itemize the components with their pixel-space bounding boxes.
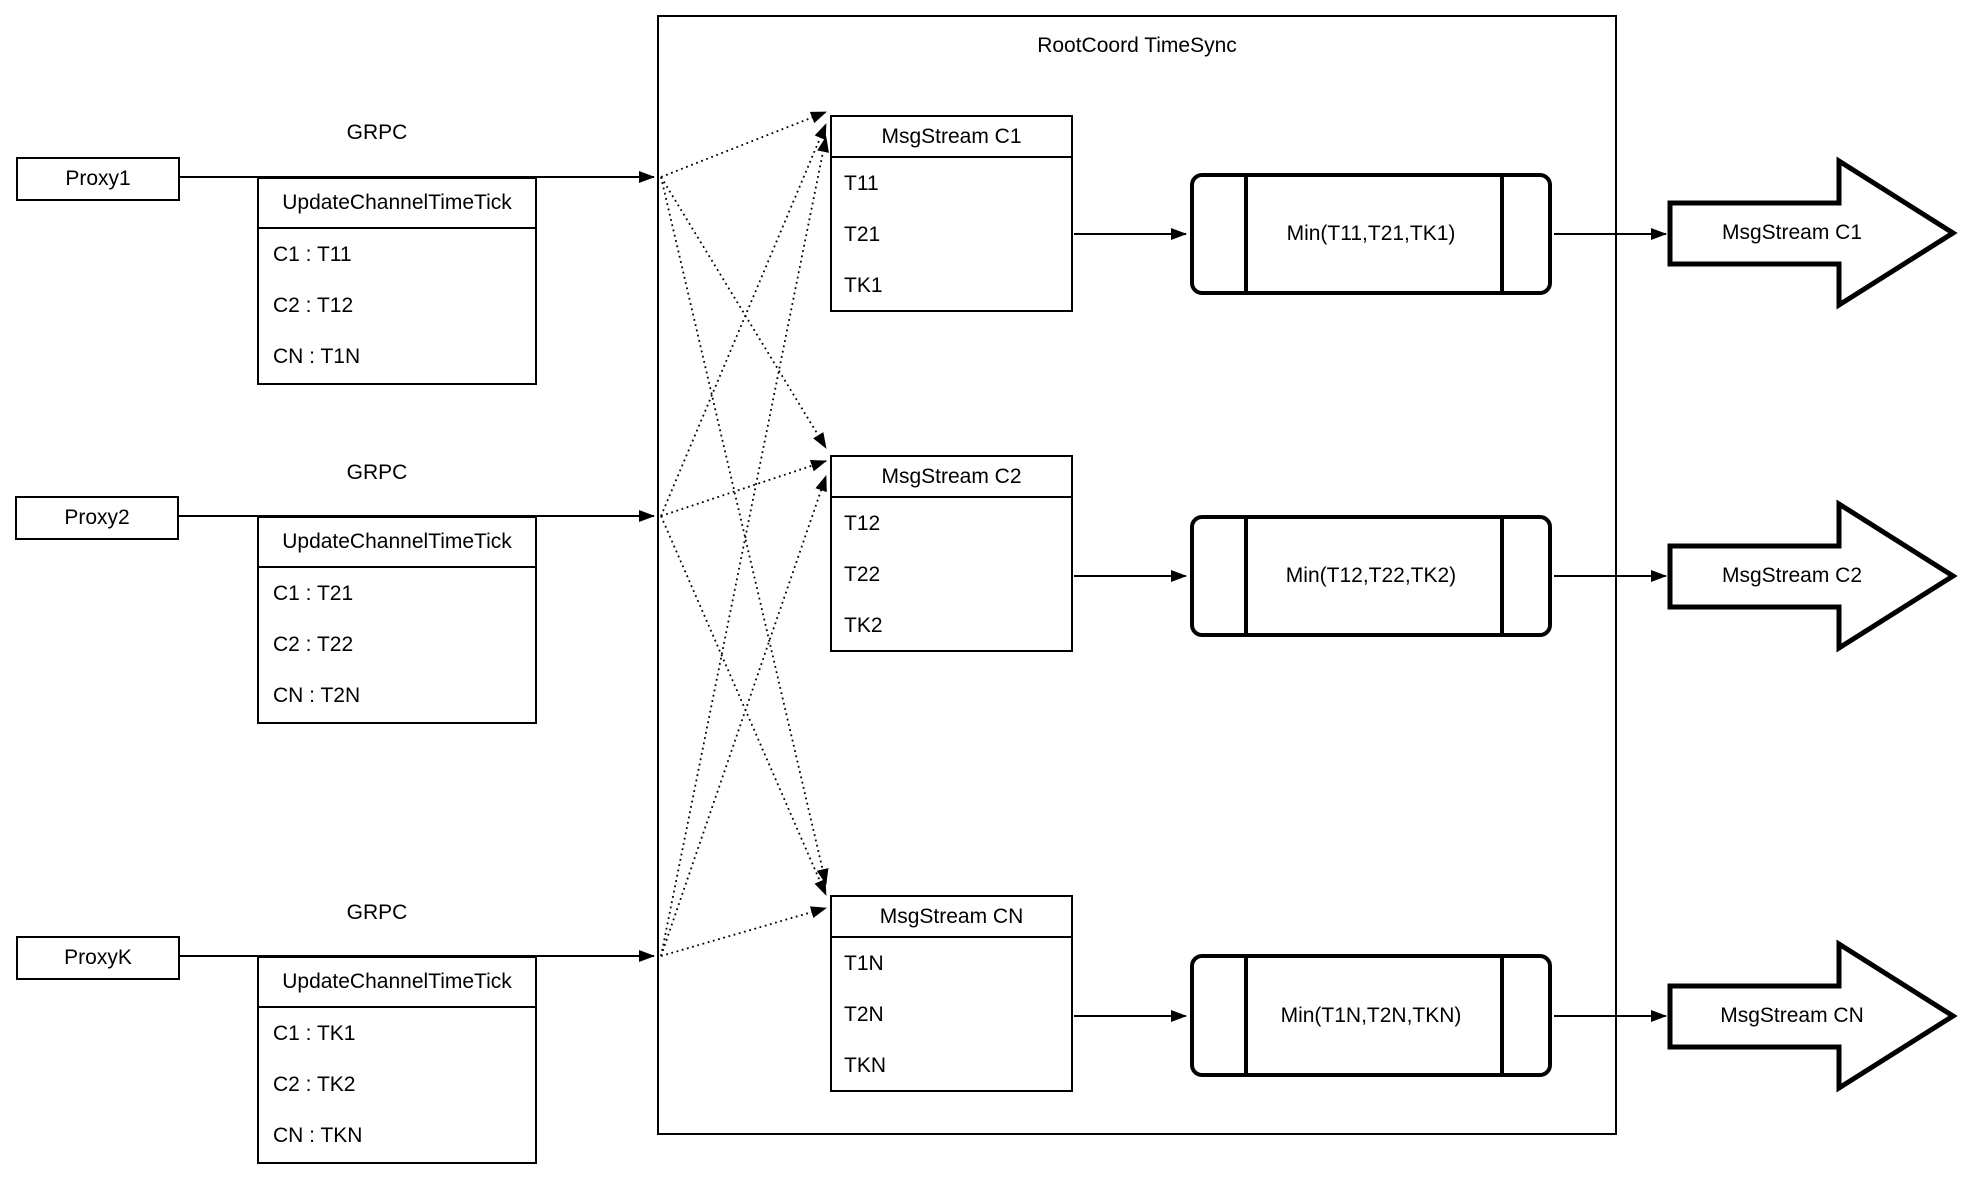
table-row: CN : T2N (273, 683, 361, 707)
table-row: C1 : T21 (273, 581, 354, 605)
table-row: C2 : T22 (273, 632, 354, 656)
grpc-label-3: GRPC (346, 901, 408, 924)
min-box-divider (1500, 519, 1504, 633)
min-cn-label: Min(T1N,T2N,TKN) (1280, 1003, 1462, 1027)
msgstream-c1-header: MsgStream C1 (832, 117, 1071, 158)
proxy1-box: Proxy1 (16, 157, 180, 201)
table-row: TKN (844, 1053, 886, 1077)
msgstream-cn-header: MsgStream CN (832, 897, 1071, 938)
min-box-c1: Min(T11,T21,TK1) (1190, 173, 1552, 295)
table-row: C2 : TK2 (273, 1072, 356, 1096)
proxy2-table-header: UpdateChannelTimeTick (259, 518, 535, 568)
min-box-divider (1500, 958, 1504, 1073)
min-box-cn: Min(T1N,T2N,TKN) (1190, 954, 1552, 1077)
table-row: CN : T1N (273, 344, 361, 368)
msgstream-c1-table: MsgStream C1 T11 T21 TK1 (830, 115, 1073, 312)
min-box-divider (1244, 958, 1248, 1073)
proxy2-timetick-table: UpdateChannelTimeTick C1 : T21 C2 : T22 … (257, 516, 537, 724)
min-c2-label: Min(T12,T22,TK2) (1285, 564, 1457, 587)
min-c1-label: Min(T11,T21,TK1) (1286, 222, 1456, 245)
proxy1-timetick-table: UpdateChannelTimeTick C1 : T11 C2 : T12 … (257, 177, 537, 385)
proxyk-table-header: UpdateChannelTimeTick (259, 958, 535, 1008)
output-arrow-c1-label: MsgStream C1 (1721, 221, 1863, 244)
min-box-divider (1500, 177, 1504, 291)
output-arrow-cn-label: MsgStream CN (1720, 1004, 1864, 1027)
proxyk-label: ProxyK (64, 946, 132, 969)
table-row: T21 (844, 222, 881, 246)
table-row: T12 (844, 511, 881, 535)
table-row: T2N (844, 1002, 884, 1026)
rootcoord-timesync-title: RootCoord TimeSync (1037, 34, 1237, 57)
proxy1-label: Proxy1 (65, 167, 131, 190)
table-row: C2 : T12 (273, 293, 354, 317)
table-row: TK2 (844, 613, 883, 637)
grpc-label-2: GRPC (346, 461, 408, 484)
proxyk-box: ProxyK (16, 936, 180, 980)
msgstream-c2-header: MsgStream C2 (832, 457, 1071, 498)
table-row: T11 (844, 171, 879, 195)
table-row: C1 : TK1 (273, 1021, 356, 1045)
msgstream-cn-table: MsgStream CN T1N T2N TKN (830, 895, 1073, 1092)
proxy2-box: Proxy2 (15, 496, 179, 540)
table-row: T1N (844, 951, 884, 975)
proxyk-timetick-table: UpdateChannelTimeTick C1 : TK1 C2 : TK2 … (257, 956, 537, 1164)
table-row: TK1 (844, 273, 883, 297)
table-row: CN : TKN (273, 1123, 363, 1147)
rootcoord-timesync-container (657, 15, 1617, 1135)
min-box-c2: Min(T12,T22,TK2) (1190, 515, 1552, 637)
output-arrow-c2-label: MsgStream C2 (1721, 564, 1863, 587)
msgstream-c2-table: MsgStream C2 T12 T22 TK2 (830, 455, 1073, 652)
proxy1-table-header: UpdateChannelTimeTick (259, 179, 535, 229)
table-row: T22 (844, 562, 881, 586)
output-arrows (1667, 156, 1958, 1093)
grpc-label-1: GRPC (346, 121, 408, 144)
table-row: C1 : T11 (273, 242, 352, 266)
min-box-divider (1244, 177, 1248, 291)
min-box-divider (1244, 519, 1248, 633)
proxy2-label: Proxy2 (64, 506, 130, 529)
